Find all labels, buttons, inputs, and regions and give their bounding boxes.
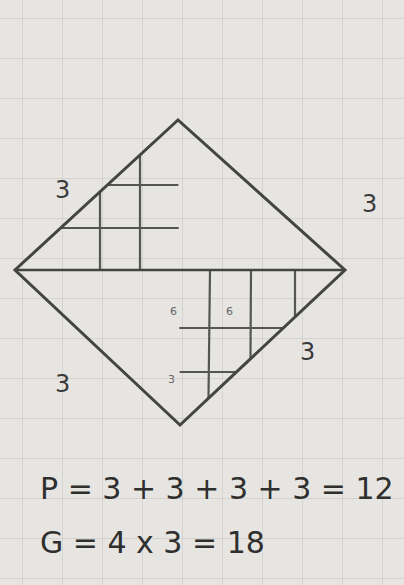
diagonal [15, 269, 345, 272]
perimeter-formula: P = 3 + 3 + 3 + 3 = 12 [40, 474, 394, 504]
cell-mark: 6 [170, 306, 177, 317]
inner-grid [0, 100, 404, 440]
side-length: 3 [55, 372, 70, 396]
cell-mark: 3 [168, 374, 175, 385]
cell-mark: 6 [226, 306, 233, 317]
square-outline [15, 120, 345, 425]
area-formula: G = 4 x 3 = 18 [40, 528, 265, 558]
side-length: 3 [300, 340, 315, 364]
side-length: 3 [362, 192, 377, 216]
side-length: 3 [55, 178, 70, 202]
